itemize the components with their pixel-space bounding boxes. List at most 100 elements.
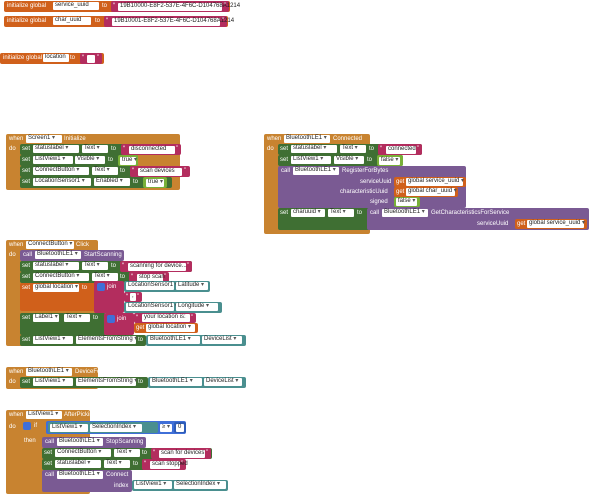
string-field[interactable]: 19B10000-E8F2-537E-4F6C-D104768A1214 (118, 3, 241, 11)
setter-listview1-elementsfromstring[interactable]: set ListView1 ElementsFromString to (20, 335, 146, 346)
boolean-dropdown[interactable]: true (120, 157, 136, 165)
call-startscanning[interactable]: call BluetoothLE1 StartScanning (20, 250, 124, 261)
setter-statuslabel-text[interactable]: set statuslabel Text to “ scan stopped ” (42, 459, 188, 470)
component-dropdown[interactable]: ConnectButton (55, 449, 111, 457)
component-dropdown[interactable]: LocationSensor1 (126, 303, 174, 311)
string-field[interactable]: , (130, 293, 136, 301)
property-dropdown[interactable]: Text (328, 209, 354, 217)
call-stopscanning[interactable]: call BluetoothLE1 StopScanning (42, 437, 146, 448)
component-dropdown[interactable]: statuslabel (55, 460, 101, 468)
property-dropdown[interactable]: Latitude (176, 282, 208, 290)
boolean-dropdown[interactable]: true (146, 179, 164, 187)
get-global-block[interactable]: get global char_uuid (394, 187, 458, 197)
property-dropdown[interactable]: Visible (75, 156, 105, 164)
getter-bluetoothle1-devicelist[interactable]: BluetoothLE1 DeviceList (148, 377, 246, 388)
component-dropdown[interactable]: ListView1 (33, 378, 73, 386)
call-connect[interactable]: call BluetoothLE1 Connect index (42, 470, 132, 492)
getter-listview1-selectionindex[interactable]: ListView1 SelectionIndex (132, 480, 228, 491)
global-name-field[interactable]: service_uuid (53, 2, 99, 10)
string-field[interactable]: your location is: (142, 314, 190, 322)
setter-listview1-visible[interactable]: set ListView1 Visible to false (278, 155, 403, 166)
component-dropdown[interactable]: statuslabel (291, 145, 337, 153)
component-dropdown[interactable]: ConnectButton (26, 241, 74, 249)
setter-connectbutton-text[interactable]: set ConnectButton Text to “ stop scan ” (20, 272, 169, 283)
global-name-field[interactable]: char_uuid (53, 17, 91, 25)
component-dropdown[interactable]: LocationSensor1 (33, 178, 91, 186)
property-dropdown[interactable]: Visible (334, 156, 364, 164)
getter-locationsensor1-longitude[interactable]: LocationSensor1 Longitude (124, 302, 222, 313)
string-block[interactable]: “ scanning for device... ” (120, 261, 192, 272)
init-global-location[interactable]: initialize global location to “ ” (0, 53, 104, 64)
getter-listview1-selectionindex[interactable]: ListView1 SelectionIndex (48, 422, 158, 433)
variable-dropdown[interactable]: global service_uuid (527, 220, 584, 228)
component-dropdown[interactable]: BluetoothLE1 (284, 135, 330, 143)
property-dropdown[interactable]: DeviceList (202, 336, 242, 344)
variable-dropdown[interactable]: global location (33, 284, 79, 292)
setter-listview1-elementsfromstring[interactable]: set ListView1 ElementsFromString to (20, 377, 148, 388)
component-dropdown[interactable]: BluetoothLE1 (26, 368, 72, 376)
property-dropdown[interactable]: Text (64, 314, 90, 322)
component-dropdown[interactable]: Screen1 (26, 135, 62, 143)
event-screen1-initialize[interactable]: when Screen1 Initialize do set statuslab… (6, 134, 190, 190)
setter-label1-text[interactable]: set Label1 Text to (20, 313, 106, 335)
property-dropdown[interactable]: Text (92, 273, 118, 281)
string-block[interactable]: “ your location is: ” (134, 313, 196, 323)
variable-dropdown[interactable]: global service_uuid (406, 178, 463, 186)
setter-locationsensor1-enabled[interactable]: set LocationSensor1 Enabled to true (20, 177, 172, 188)
component-dropdown[interactable]: ListView1 (50, 424, 88, 432)
property-dropdown[interactable]: SelectionIndex (90, 424, 142, 432)
component-dropdown[interactable]: charuuid (291, 209, 325, 217)
string-block[interactable]: “ 19B10000-E8F2-537E-4F6C-D104768A1214 ” (111, 1, 241, 12)
text-join-block[interactable]: join (94, 281, 124, 313)
property-dropdown[interactable]: Longitude (176, 303, 218, 311)
string-block[interactable]: “ scan devices ” (130, 166, 190, 177)
text-join-block[interactable]: join (104, 313, 134, 335)
call-getcharacteristicsforservice[interactable]: call BluetoothLE1 GetCharacteristicsForS… (367, 208, 589, 230)
get-global-block[interactable]: get global service_uuid (515, 219, 587, 229)
string-block[interactable]: “ , ” (124, 292, 142, 302)
setter-statuslabel-text[interactable]: set statuslabel Text to “ disconnected ” (20, 144, 181, 155)
property-dropdown[interactable]: Text (92, 167, 118, 175)
property-dropdown[interactable]: Text (82, 145, 108, 153)
getter-bluetoothle1-devicelist[interactable]: BluetoothLE1 DeviceList (146, 335, 246, 346)
string-field[interactable]: scanning for device... (128, 263, 187, 271)
number-field[interactable]: 0 (176, 424, 184, 432)
logic-false-block[interactable]: false (394, 197, 420, 207)
component-dropdown[interactable]: BluetoothLE1 (148, 336, 200, 344)
component-dropdown[interactable]: BluetoothLE1 (35, 251, 81, 259)
setter-statuslabel-text[interactable]: set statuslabel Text to “ scanning for d… (20, 261, 192, 272)
property-dropdown[interactable]: Text (340, 145, 366, 153)
component-dropdown[interactable]: statuslabel (33, 262, 79, 270)
boolean-dropdown[interactable]: false (396, 198, 417, 206)
logic-true-block[interactable]: true (118, 155, 138, 166)
gear-icon[interactable] (97, 283, 105, 291)
string-field[interactable]: scan for devices (159, 450, 205, 458)
string-block[interactable]: “ 19B10001-E8F2-537E-4F6C-D104768A1214 ” (104, 16, 234, 27)
component-dropdown[interactable]: ListView1 (26, 411, 62, 419)
operator-dropdown[interactable]: ≥ (160, 424, 172, 432)
component-dropdown[interactable]: ConnectButton (33, 273, 89, 281)
empty-string-block[interactable]: “ ” (80, 53, 102, 64)
init-global-char-uuid[interactable]: initialize global char_uuid to “ 19B1000… (4, 16, 234, 27)
get-global-block[interactable]: get global location (134, 323, 198, 333)
property-dropdown[interactable]: Text (82, 262, 108, 270)
init-global-service-uuid[interactable]: initialize global service_uuid to “ 19B1… (4, 1, 241, 12)
component-dropdown[interactable]: LocationSensor1 (126, 282, 174, 290)
number-block[interactable]: 0 (174, 422, 186, 433)
component-dropdown[interactable]: Label1 (33, 314, 59, 322)
string-field[interactable]: stop scan (137, 274, 165, 282)
string-block[interactable]: “ scan for devices ” (151, 448, 211, 459)
property-dropdown[interactable]: ElementsFromString (76, 336, 136, 344)
component-dropdown[interactable]: ConnectButton (33, 167, 89, 175)
logic-true-block[interactable]: true (143, 177, 167, 188)
variable-dropdown[interactable]: global location (146, 324, 195, 332)
component-dropdown[interactable]: ListView1 (134, 481, 172, 489)
string-block[interactable]: “ disconnected ” (121, 144, 181, 155)
string-block[interactable]: “ connected ” (378, 144, 422, 155)
component-dropdown[interactable]: BluetoothLE1 (57, 438, 103, 446)
gear-icon[interactable] (23, 422, 31, 430)
component-dropdown[interactable]: statuslabel (33, 145, 79, 153)
math-compare-block[interactable]: ListView1 SelectionIndex ≥ 0 (46, 421, 186, 434)
set-global-location[interactable]: set global location to (20, 283, 96, 311)
component-dropdown[interactable]: BluetoothLE1 (57, 471, 103, 479)
